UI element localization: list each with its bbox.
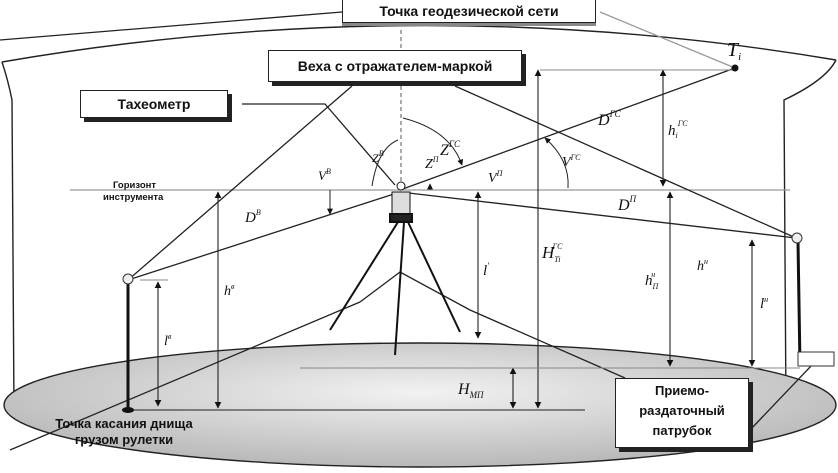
symbol-V-V: VВ — [318, 167, 331, 183]
point-Ti — [731, 64, 739, 72]
floor-lines — [359, 271, 626, 379]
nozzle-label-line-1: Приемо- — [654, 383, 710, 398]
arc-Z-V — [371, 139, 399, 187]
symbol-D-P: DП — [617, 194, 637, 214]
symbol-Ti: Ti — [727, 39, 741, 63]
tank-left-wall — [1, 61, 15, 411]
symbol-l-v: lв — [164, 332, 172, 349]
rod-with-reflector-label: Веха с отражателем-маркой — [268, 50, 522, 82]
symbol-H-MP: HМП — [457, 381, 484, 400]
symbol-Z-P: ZП — [425, 155, 440, 172]
instrument-horizon-label: Горизонт — [113, 180, 156, 191]
symbol-Z-V: ZВ — [372, 149, 384, 165]
symbol-l-n: lн — [760, 295, 768, 312]
symbol-V-P: VП — [488, 169, 504, 186]
symbol-D-V: DВ — [244, 208, 261, 226]
symbol-V-GS: VГС — [562, 153, 581, 170]
instrument-horizon-label-2: инструмента — [103, 192, 164, 203]
symbol-l-prime: l' — [483, 261, 490, 279]
symbol-h-i-GS: hiГС — [668, 119, 688, 140]
symbol-H-Ti-GS: HTiГС — [541, 242, 563, 264]
symbol-h-n: hн — [697, 257, 708, 274]
total-station-instrument — [329, 181, 461, 356]
arc-Z-GS — [402, 117, 464, 166]
symbol-Z-GS: ZГС — [440, 139, 461, 159]
sight-lines — [0, 11, 813, 451]
tank-top-edge — [1, 24, 837, 63]
nozzle-pipe — [797, 351, 835, 367]
symbol-h-P-n: hПн — [645, 270, 660, 291]
rod-left — [122, 273, 134, 413]
line-D-P — [399, 191, 797, 239]
symbol-D-GS: DГС — [597, 109, 622, 129]
bottom-touch-label: Точка касания днища — [55, 416, 193, 431]
symbol-h-v: hв — [224, 282, 235, 299]
nozzle-label: Приемо- раздаточный патрубок — [615, 378, 749, 448]
leader-total-station — [242, 103, 396, 186]
nozzle-label-line-3: патрубок — [652, 423, 712, 438]
total-station-label: Тахеометр — [80, 90, 228, 118]
rod-right — [791, 232, 835, 367]
leader-nozzle — [749, 364, 813, 431]
arc-V-GS — [544, 137, 569, 189]
tank-right-wall — [783, 59, 837, 411]
line-D-GS — [399, 67, 736, 191]
leader-rod-left — [127, 85, 353, 281]
line-D-V — [127, 191, 401, 281]
bottom-touch-label-2: грузом рулетки — [75, 432, 173, 447]
nozzle-label-line-2: раздаточный — [639, 403, 725, 418]
leader-rod-right — [454, 85, 797, 239]
geodetic-point-label: Точка геодезической сети — [342, 0, 596, 23]
leader-geodetic — [599, 11, 736, 69]
leader-geodetic-left — [0, 11, 343, 41]
